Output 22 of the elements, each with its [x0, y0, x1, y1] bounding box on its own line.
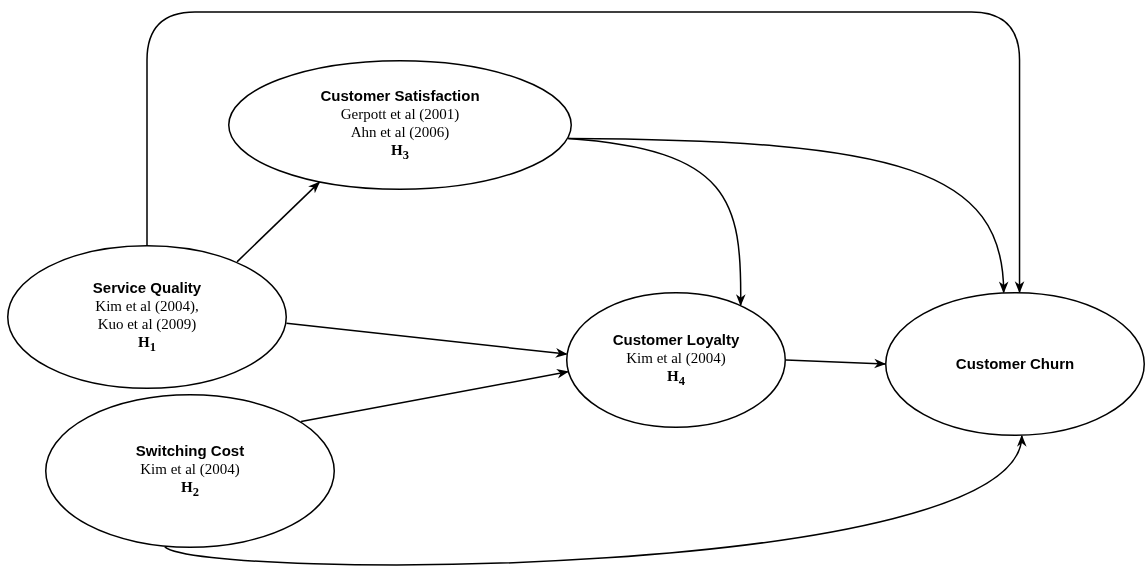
- arrow: [285, 322, 568, 358]
- ellipse-node: [7, 245, 287, 389]
- arrow: [236, 181, 321, 263]
- citation-text: Ahn et al (2006): [350, 122, 450, 141]
- ellipse-node: [228, 60, 572, 190]
- citation-text: Kim et al (2004),: [95, 296, 199, 315]
- hypothesis-label: H$_{3}$: [391, 140, 409, 164]
- arrow: [567, 137, 1008, 294]
- arrow: [785, 358, 887, 369]
- hypothesis-label: H$_{4}$: [667, 366, 685, 390]
- arrow: [146, 11, 1025, 294]
- ellipse-node: [566, 292, 786, 428]
- ellipse-node: [885, 292, 1145, 436]
- construct-title: Service Quality: [92, 278, 202, 297]
- citation-text: Kuo et al (2009): [97, 314, 197, 333]
- construct-title: Customer Satisfaction: [320, 86, 480, 105]
- citation-text: Kim et al (2004): [626, 348, 726, 367]
- construct-title: Customer Loyalty: [612, 330, 740, 349]
- citation-text: Gerpott et al (2001): [340, 104, 460, 123]
- arrow: [300, 369, 569, 423]
- construct-title: Customer Churn: [955, 355, 1075, 373]
- hypothesis-label: H$_{1}$: [138, 332, 156, 356]
